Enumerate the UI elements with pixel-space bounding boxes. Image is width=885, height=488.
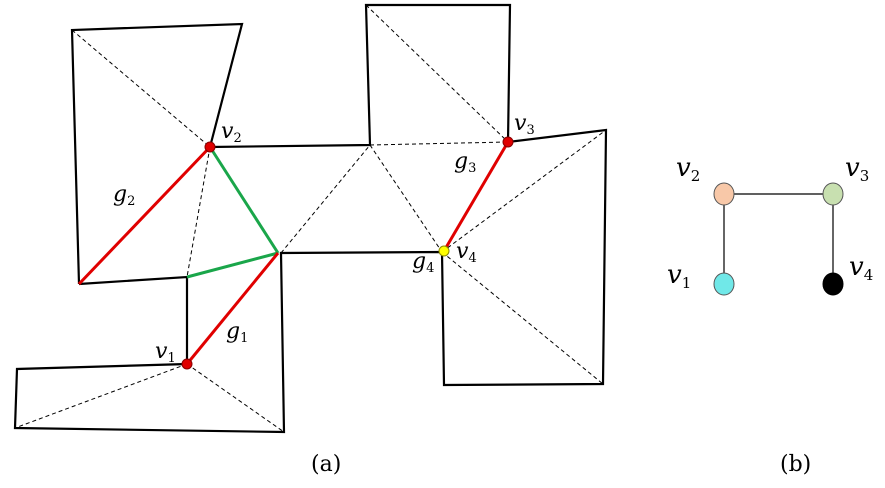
diagonal bbox=[441, 129, 607, 253]
guard-segment-g1 bbox=[185, 252, 280, 365]
diagonal bbox=[186, 146, 211, 278]
vertex-dots bbox=[181, 136, 514, 370]
guard-segments bbox=[77, 141, 510, 365]
graph-node-v4 bbox=[822, 272, 844, 296]
label-g3: g3 bbox=[454, 149, 476, 176]
diagonal bbox=[71, 29, 211, 148]
vertex-dot-v1 bbox=[181, 358, 193, 370]
diagonal bbox=[186, 363, 285, 433]
graph-label-v4: v4 bbox=[849, 252, 873, 284]
guard-segment-g2 bbox=[77, 145, 212, 286]
diagonal bbox=[369, 144, 443, 253]
graph-node-v2 bbox=[713, 182, 735, 206]
diagonal bbox=[280, 144, 371, 254]
polygon-outline bbox=[13, 3, 608, 434]
label-g1: g1 bbox=[226, 319, 248, 346]
diagonal bbox=[369, 141, 509, 146]
label-v3: v3 bbox=[514, 111, 535, 138]
label-g2: g2 bbox=[113, 182, 135, 209]
graph-node-v1 bbox=[713, 272, 735, 296]
diagonal bbox=[441, 251, 604, 385]
vertex-dot-v2 bbox=[204, 141, 216, 153]
diagonal bbox=[14, 363, 188, 429]
graph-nodes bbox=[713, 182, 844, 296]
green-edge bbox=[208, 146, 280, 254]
green-edge bbox=[186, 251, 279, 279]
graph-label-v2: v2 bbox=[676, 153, 700, 185]
graph-edges bbox=[723, 193, 834, 284]
triangulation-diagonals bbox=[14, 4, 607, 433]
vertex-dot-v4 bbox=[438, 245, 450, 257]
graph-label-v1: v1 bbox=[667, 260, 691, 292]
caption-b: (b) bbox=[780, 452, 811, 477]
polygon-boundary bbox=[13, 3, 608, 434]
vertex-dot-v3 bbox=[502, 136, 514, 148]
green-edges bbox=[186, 146, 280, 279]
diagonal bbox=[365, 4, 509, 143]
label-v2: v2 bbox=[221, 119, 242, 146]
guard-segment-g3 bbox=[442, 141, 510, 252]
label-v4: v4 bbox=[456, 239, 477, 266]
caption-a: (a) bbox=[311, 452, 341, 477]
graph-node-v3 bbox=[822, 182, 844, 206]
label-g4: g4 bbox=[412, 249, 434, 276]
label-v1: v1 bbox=[155, 339, 176, 366]
graph-label-v3: v3 bbox=[845, 153, 869, 185]
